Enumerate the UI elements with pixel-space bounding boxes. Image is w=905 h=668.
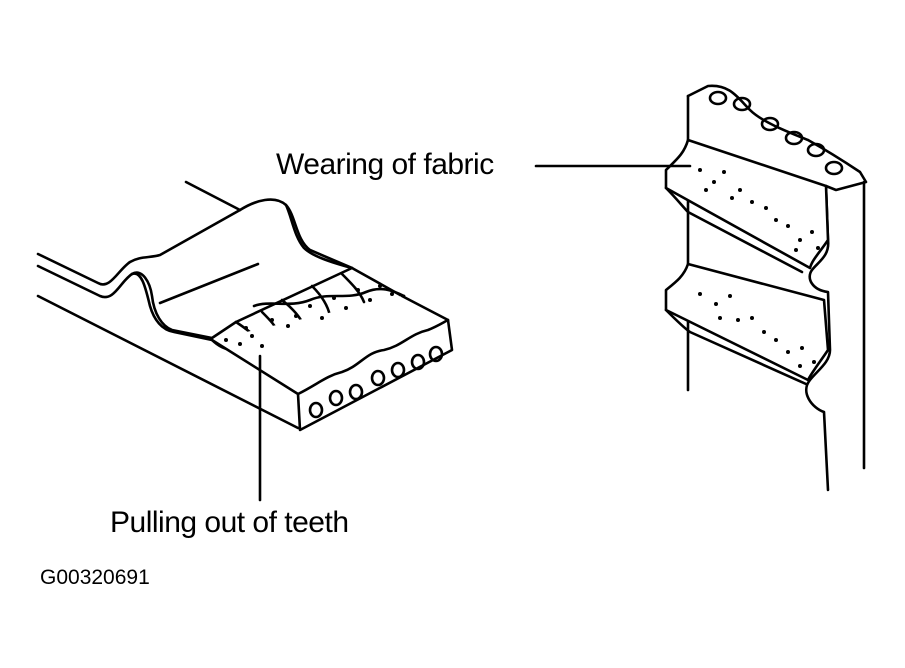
fabric-seg-5 (340, 272, 366, 304)
belt-tooth-back (284, 203, 354, 270)
belt-tooth-front (130, 272, 214, 342)
belt-back-edge (184, 180, 242, 212)
wearing-of-fabric-label: Wearing of fabric (276, 148, 494, 181)
vbelt-top-face (686, 84, 868, 192)
belt-tooth-ridge (158, 262, 260, 305)
flat-belt-illustration (36, 180, 454, 502)
vbelt-tooth-1-front (664, 186, 804, 274)
figure-code: G00320691 (40, 566, 150, 589)
vbelt-tooth-2 (664, 262, 830, 382)
vbelt-cord-holes (708, 90, 844, 176)
pulling-out-of-teeth-label: Pulling out of teeth (110, 506, 349, 539)
fabric-dots-tooth-1 (698, 168, 820, 252)
belt-bottom-edge (36, 294, 300, 430)
vbelt-tooth-2-front (664, 308, 808, 386)
belt-end-face-wave (296, 318, 450, 396)
belt-top-edge (36, 198, 354, 286)
belt-top-inner-edge (36, 264, 214, 340)
fabric-dots-left (224, 284, 394, 348)
vertical-belt-illustration (534, 84, 868, 492)
belt-cord-holes (308, 345, 444, 419)
fabric-dots-tooth-2 (698, 292, 816, 368)
fabric-area-top (210, 266, 404, 340)
belt-end-face (210, 294, 454, 432)
fabric-lower-wave (252, 287, 406, 308)
vbelt-tooth-profile (804, 184, 832, 492)
vbelt-tooth-1 (664, 138, 830, 270)
fabric-seg-4 (310, 284, 332, 318)
